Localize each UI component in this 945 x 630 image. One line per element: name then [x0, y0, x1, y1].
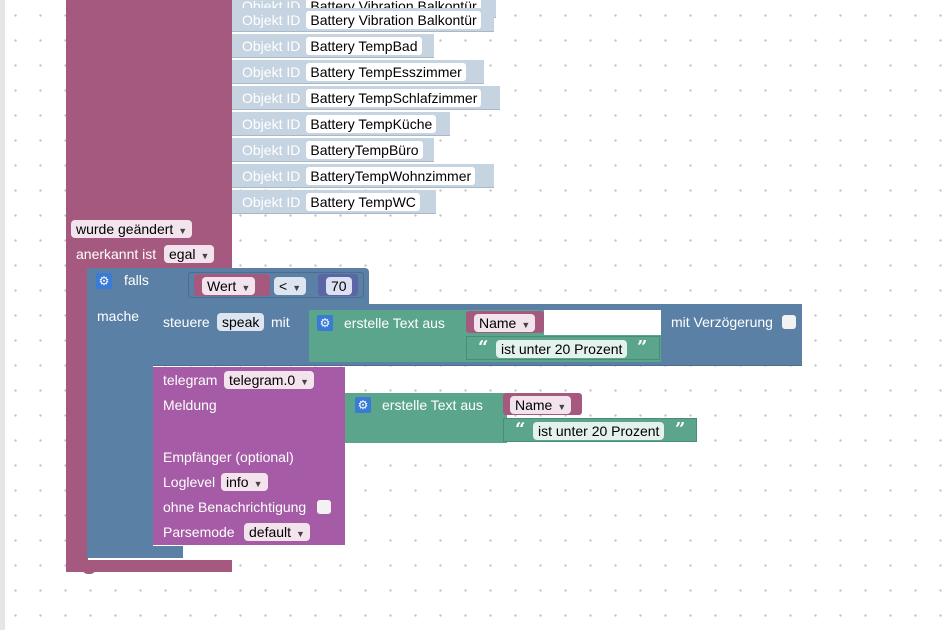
name-variable-value: Name — [479, 315, 517, 331]
operator-value: < — [279, 278, 288, 294]
ack-value: egal — [169, 246, 196, 262]
trigger-condition-dropdown[interactable]: wurde geändert ▼ — [71, 220, 193, 238]
object-id-value[interactable]: Battery TempKüche — [306, 114, 437, 133]
gear-icon[interactable]: ⚙ — [96, 273, 112, 289]
object-id-label: Objekt ID — [242, 37, 301, 54]
recipient-label: Empfänger (optional) — [163, 449, 294, 465]
object-id-label: Objekt ID — [242, 141, 301, 158]
text-literal-value: ist unter 20 Prozent — [538, 423, 660, 439]
trigger-block-left-wall — [66, 268, 88, 562]
telegram-label: telegram — [163, 372, 218, 388]
chevron-down-icon: ▼ — [296, 529, 305, 539]
delay-checkbox[interactable] — [782, 315, 796, 329]
parsemode-label: Parsemode — [163, 524, 235, 540]
object-id-label: Objekt ID — [242, 89, 301, 106]
chevron-down-icon: ▼ — [300, 377, 310, 387]
chevron-down-icon: ▼ — [292, 283, 302, 293]
object-id-row[interactable]: Objekt ID Battery TempKüche — [232, 112, 450, 136]
object-id-label: Objekt ID — [242, 115, 301, 132]
chevron-down-icon: ▼ — [200, 251, 210, 261]
chevron-down-icon: ▼ — [521, 320, 531, 330]
object-id-value[interactable]: Battery TempWC — [306, 192, 420, 211]
object-id-value[interactable]: BatteryTempWohnzimmer — [306, 166, 476, 185]
quote-open-icon: “ — [478, 337, 489, 358]
parsemode-value: default — [249, 524, 292, 540]
object-id-label: Objekt ID — [242, 11, 301, 28]
object-id-row[interactable]: Objekt ID Battery TempBad — [232, 34, 434, 58]
quote-close-icon: ” — [637, 337, 648, 358]
gear-icon[interactable]: ⚙ — [355, 397, 371, 413]
telegram-instance-dropdown[interactable]: telegram.0 ▼ — [224, 371, 315, 389]
text-literal-field[interactable]: ist unter 20 Prozent — [533, 422, 665, 440]
number-field[interactable]: 70 — [326, 277, 352, 295]
delay-label: mit Verzögerung — [671, 314, 773, 330]
if-label: falls — [124, 272, 149, 288]
text-literal-field[interactable]: ist unter 20 Prozent — [496, 340, 628, 358]
do-label: mache — [97, 308, 140, 324]
variable-dropdown[interactable]: Wert ▼ — [202, 277, 256, 295]
object-id-row[interactable]: Objekt ID BatteryTempBüro — [232, 138, 434, 162]
object-id-row[interactable]: Objekt ID Battery TempWC — [232, 190, 436, 214]
chevron-down-icon: ▼ — [557, 402, 567, 412]
name-variable-value: Name — [515, 397, 553, 413]
ack-label: anerkannt ist — [76, 246, 157, 262]
trigger-block-notch — [82, 566, 96, 574]
telegram-instance-value: telegram.0 — [229, 372, 296, 388]
speak-with-label: mit — [271, 314, 290, 330]
parsemode-dropdown[interactable]: default ▼ — [244, 523, 310, 541]
text-literal-value: ist unter 20 Prozent — [501, 341, 623, 357]
text-join-slot — [544, 310, 661, 335]
quote-open-icon: “ — [515, 419, 526, 440]
number-value: 70 — [331, 278, 347, 294]
object-id-label: Objekt ID — [242, 193, 301, 210]
speak-target-value: speak — [222, 314, 260, 330]
object-id-row[interactable]: Objekt ID Battery Vibration Balkontür — [232, 8, 494, 32]
speak-target-dropdown[interactable]: speak — [217, 313, 265, 331]
trigger-block-foot — [66, 560, 232, 572]
object-id-value[interactable]: Battery TempBad — [306, 36, 422, 55]
loglevel-value: info — [226, 474, 249, 490]
text-join-block[interactable] — [345, 393, 507, 443]
chevron-down-icon: ▼ — [178, 226, 188, 236]
operator-dropdown[interactable]: <▼ — [274, 277, 307, 295]
workspace-left-edge — [0, 0, 5, 630]
name-variable-dropdown[interactable]: Name ▼ — [474, 314, 536, 332]
silent-label: ohne Benachrichtigung — [163, 499, 307, 515]
quote-close-icon: ” — [675, 419, 686, 440]
object-id-label: Objekt ID — [242, 167, 301, 184]
ack-dropdown[interactable]: egal ▼ — [164, 245, 215, 263]
text-join-label: erstelle Text aus — [344, 315, 445, 331]
object-id-value[interactable]: BatteryTempBüro — [306, 140, 423, 159]
variable-value: Wert — [207, 278, 237, 294]
object-id-label: Objekt ID — [242, 63, 301, 80]
object-id-value[interactable]: Battery Vibration Balkontür — [306, 10, 481, 29]
object-id-value[interactable]: Battery TempSchlafzimmer — [306, 88, 482, 107]
loglevel-dropdown[interactable]: info ▼ — [221, 473, 268, 491]
if-block-foot — [87, 546, 183, 558]
message-label: Meldung — [163, 397, 217, 413]
object-id-value[interactable]: Battery TempEsszimmer — [306, 62, 466, 81]
speak-label: steuere — [163, 314, 210, 330]
object-id-row[interactable]: Objekt ID Battery TempSchlafzimmer — [232, 86, 500, 110]
chevron-down-icon: ▼ — [241, 283, 251, 293]
trigger-condition-value: wurde geändert — [76, 221, 174, 237]
gear-icon[interactable]: ⚙ — [317, 315, 333, 331]
telegram-block[interactable] — [153, 367, 345, 545]
loglevel-label: Loglevel — [163, 474, 216, 490]
if-block-left-wall — [87, 268, 153, 558]
object-id-row[interactable]: Objekt ID Battery TempEsszimmer — [232, 60, 484, 84]
chevron-down-icon: ▼ — [253, 479, 263, 489]
name-variable-dropdown[interactable]: Name ▼ — [510, 396, 572, 414]
silent-checkbox[interactable] — [317, 500, 331, 514]
object-id-row[interactable]: Objekt ID BatteryTempWohnzimmer — [232, 164, 494, 188]
text-join-label: erstelle Text aus — [382, 397, 483, 413]
